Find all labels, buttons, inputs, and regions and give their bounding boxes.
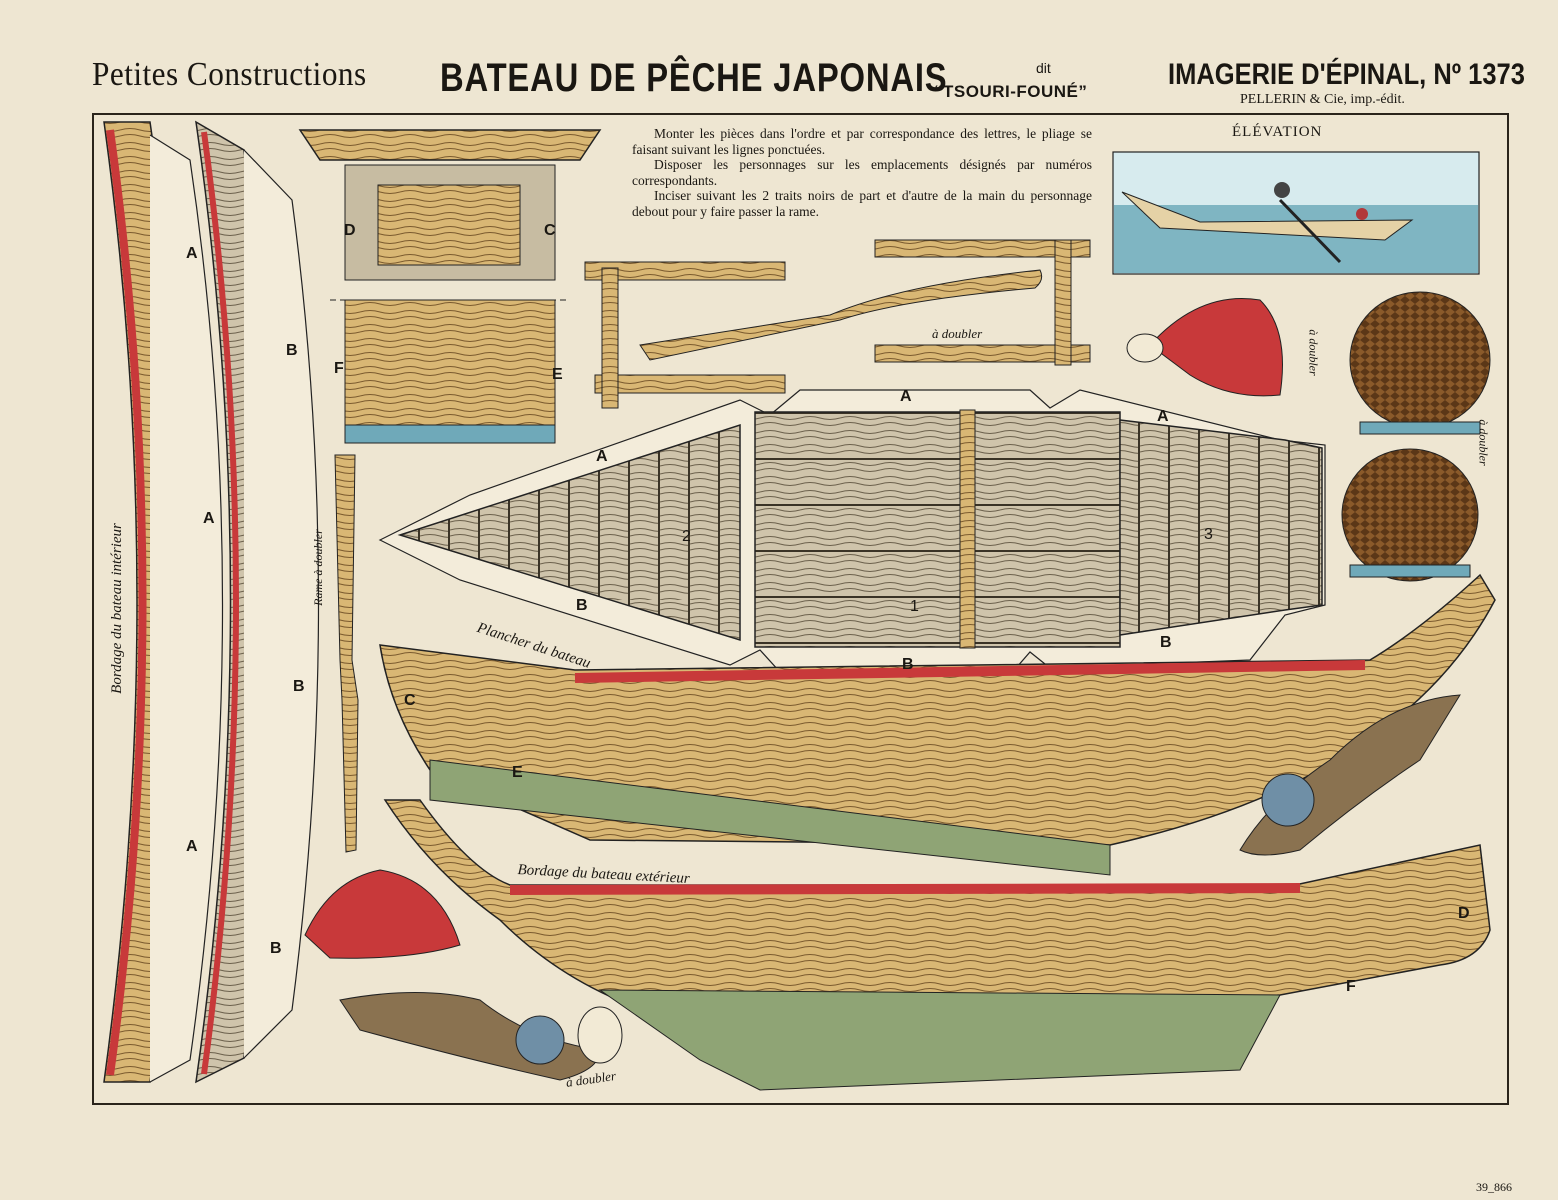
elevation-title: ÉLÉVATION (1232, 124, 1323, 140)
letter-a-1: A (186, 245, 198, 262)
hull-upper-green-tabs (429, 759, 1111, 876)
bordage-interieur-tab-2 (243, 149, 320, 1059)
letter-a-plancher-mid: A (900, 388, 912, 405)
deck-board (377, 184, 521, 266)
bordage-interieur-strip-1-red-edge (106, 129, 147, 1076)
basket-bottom (1341, 448, 1479, 582)
deck-cover-piece (298, 129, 602, 161)
letter-a-3: A (186, 838, 198, 855)
label-a-doubler-frame: à doubler (932, 326, 983, 341)
publisher-name: PELLERIN & Cie, imp.-édit. (1240, 92, 1405, 107)
basket-top (1349, 291, 1491, 429)
label-a-doubler-basket: à doubler (1476, 419, 1491, 466)
letter-c-deck: C (544, 222, 556, 239)
deck-lower-water (344, 424, 556, 444)
frame-bar-4 (874, 344, 1091, 363)
letter-c-hull: C (404, 692, 416, 709)
sheet-frame (92, 113, 1509, 1105)
plancher-beam (959, 409, 976, 649)
assembly-instructions: Monter les pièces dans l'ordre et par co… (632, 126, 1092, 219)
letter-b-plancher-bow: B (576, 597, 588, 614)
deck-lower-panel (344, 299, 556, 426)
letter-e-hull: E (512, 764, 523, 781)
plancher-stern (1119, 419, 1323, 636)
plancher-bow (397, 423, 741, 642)
letter-a-plancher-stern: A (1157, 408, 1169, 425)
archive-number: 39_866 (1476, 1180, 1512, 1194)
letter-a-2: A (203, 510, 215, 527)
frame-post-2 (1054, 239, 1072, 366)
figure-bottom-left-sitting (304, 869, 461, 959)
frame-bar-3 (874, 239, 1091, 258)
letter-b-3: B (270, 940, 282, 957)
frame-bar-1 (584, 261, 786, 281)
sheet-title: BATEAU DE PÊCHE JAPONAIS (440, 56, 948, 100)
hull-lower-green-tabs (598, 989, 1281, 1091)
dit-label: dit (1036, 60, 1051, 76)
figure-3-top (1149, 297, 1283, 397)
letter-f-deck: F (334, 360, 344, 377)
letter-b-1: B (286, 342, 298, 359)
collection-title: Petites Constructions (92, 56, 367, 93)
elevation-boat (1121, 191, 1414, 241)
letter-d-deck: D (344, 222, 356, 239)
instruction-1: Monter les pièces dans l'ordre et par co… (632, 126, 1092, 157)
letter-e-deck: E (552, 366, 563, 383)
letter-b-2: B (293, 678, 305, 695)
bordage-interieur-tab (149, 134, 224, 1083)
number-3: 3 (1204, 526, 1213, 543)
hull-lower-red-rim (509, 883, 1301, 895)
letter-d-hull: D (1458, 905, 1470, 922)
rame-oar (334, 454, 359, 853)
hull-upper-red-rim (574, 660, 1366, 683)
label-rame: Rame à doubler (310, 529, 325, 606)
label-a-doubler-figure: à doubler (1306, 329, 1321, 376)
oar-shaft-top (639, 269, 1043, 361)
instruction-3: Inciser suivant les 2 traits noirs de pa… (632, 188, 1092, 219)
plancher-center (754, 411, 1121, 648)
bordage-interieur-strip-2-red-edge (201, 131, 239, 1075)
number-2: 2 (682, 528, 691, 545)
letter-b-plancher-stern: B (1160, 634, 1172, 651)
publisher-series: IMAGERIE D'ÉPINAL, Nº 1373 (1168, 58, 1525, 91)
frame-bar-2 (594, 374, 786, 394)
frame-post-1 (601, 267, 619, 409)
label-bordage-interieur: Bordage du bateau intérieur (108, 523, 125, 694)
letter-a-plancher-bow: A (596, 448, 608, 465)
sheet-subtitle: “TSOURI-FOUNÉ” (934, 82, 1088, 101)
number-1: 1 (910, 598, 919, 615)
instruction-2: Disposer les personnages sur les emplace… (632, 157, 1092, 188)
letter-f-hull: F (1346, 978, 1356, 995)
letter-b-plancher-mid: B (902, 656, 914, 673)
